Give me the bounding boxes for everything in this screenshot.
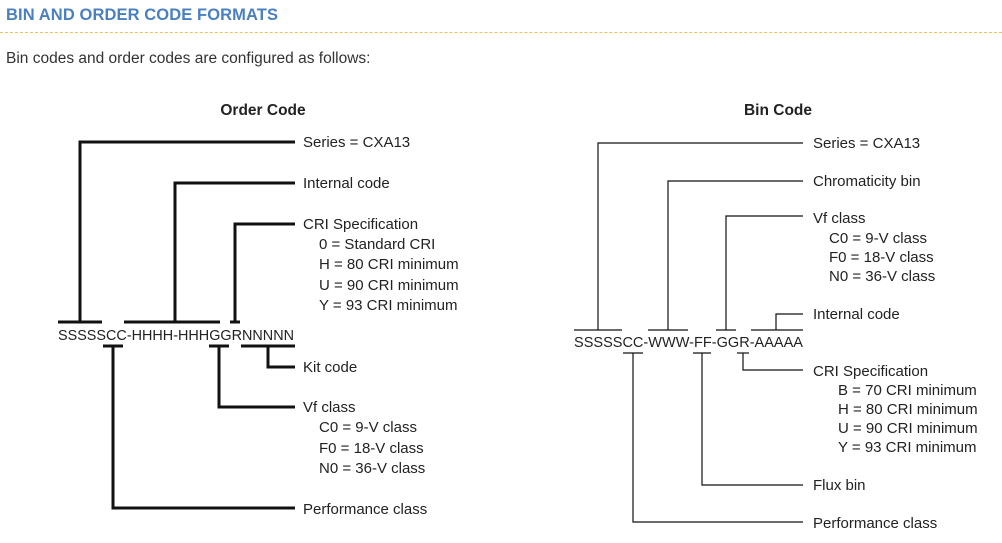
order-internal-label: Internal code bbox=[303, 175, 390, 192]
order-code-title: Order Code bbox=[220, 102, 306, 119]
order-code-connectors bbox=[58, 140, 295, 510]
bin-internal-connector bbox=[775, 313, 803, 330]
bin-performance-connector bbox=[632, 353, 803, 523]
order-performance-label: Performance class bbox=[303, 501, 427, 518]
bin-chromaticity-connector bbox=[667, 180, 803, 330]
heading-divider bbox=[0, 32, 1002, 33]
order-cri-title: CRI Specification bbox=[303, 216, 418, 233]
bin-flux-label: Flux bin bbox=[813, 477, 866, 494]
order-performance-connector bbox=[111, 346, 295, 510]
order-series-label: Series = CXA13 bbox=[303, 134, 410, 151]
order-code-diagram: Order Code SSSSSCC-HHHH-HHHGGRNNNNN Seri… bbox=[58, 102, 459, 518]
order-cri-item: 0 = Standard CRI bbox=[319, 236, 435, 253]
bin-code-title: Bin Code bbox=[744, 102, 812, 119]
bin-chromaticity-label: Chromaticity bin bbox=[813, 173, 921, 190]
intro-text: Bin codes and order codes are configured… bbox=[6, 50, 371, 67]
bin-cri-item: U = 90 CRI minimum bbox=[838, 420, 978, 437]
bin-internal-label: Internal code bbox=[813, 306, 900, 323]
order-kit-connector bbox=[266, 346, 295, 369]
order-vf-title: Vf class bbox=[303, 399, 356, 416]
bin-vf-item: N0 = 36-V class bbox=[829, 268, 935, 285]
bin-series-label: Series = CXA13 bbox=[813, 135, 920, 152]
order-kit-label: Kit code bbox=[303, 359, 357, 376]
bin-cri-connector bbox=[742, 353, 803, 371]
bin-code-diagram: Bin Code SSSSSCC-WWW-FF-GGR-AAAAA bbox=[574, 102, 978, 532]
order-cri-item: U = 90 CRI minimum bbox=[319, 277, 459, 294]
order-cri-connector bbox=[233, 222, 295, 322]
bin-vf-item: C0 = 9-V class bbox=[829, 230, 927, 247]
order-cri-item: H = 80 CRI minimum bbox=[319, 256, 459, 273]
bin-flux-connector bbox=[701, 353, 803, 486]
order-vf-item: C0 = 9-V class bbox=[319, 419, 417, 436]
order-vf-item: N0 = 36-V class bbox=[319, 460, 425, 477]
bin-cri-item: H = 80 CRI minimum bbox=[838, 401, 978, 418]
bin-series-connector bbox=[597, 142, 803, 330]
bin-vf-title: Vf class bbox=[813, 210, 866, 227]
order-internal-connector bbox=[173, 181, 295, 322]
bin-cri-item: Y = 93 CRI minimum bbox=[838, 439, 977, 456]
order-cri-item: Y = 93 CRI minimum bbox=[319, 297, 458, 314]
section-heading: BIN AND ORDER CODE FORMATS bbox=[6, 6, 279, 24]
bin-cri-item: B = 70 CRI minimum bbox=[838, 382, 977, 399]
bin-code-connectors bbox=[574, 142, 803, 523]
order-vf-item: F0 = 18-V class bbox=[319, 440, 424, 457]
bin-vf-item: F0 = 18-V class bbox=[829, 249, 934, 266]
bin-vf-connector bbox=[725, 215, 803, 330]
bin-cri-title: CRI Specification bbox=[813, 363, 928, 380]
order-vf-connector bbox=[217, 346, 295, 409]
bin-performance-label: Performance class bbox=[813, 515, 937, 532]
order-series-connector bbox=[78, 140, 295, 322]
bin-code-string: SSSSSCC-WWW-FF-GGR-AAAAA bbox=[574, 335, 803, 351]
order-code-string: SSSSSCC-HHHH-HHHGGRNNNNN bbox=[58, 328, 294, 344]
